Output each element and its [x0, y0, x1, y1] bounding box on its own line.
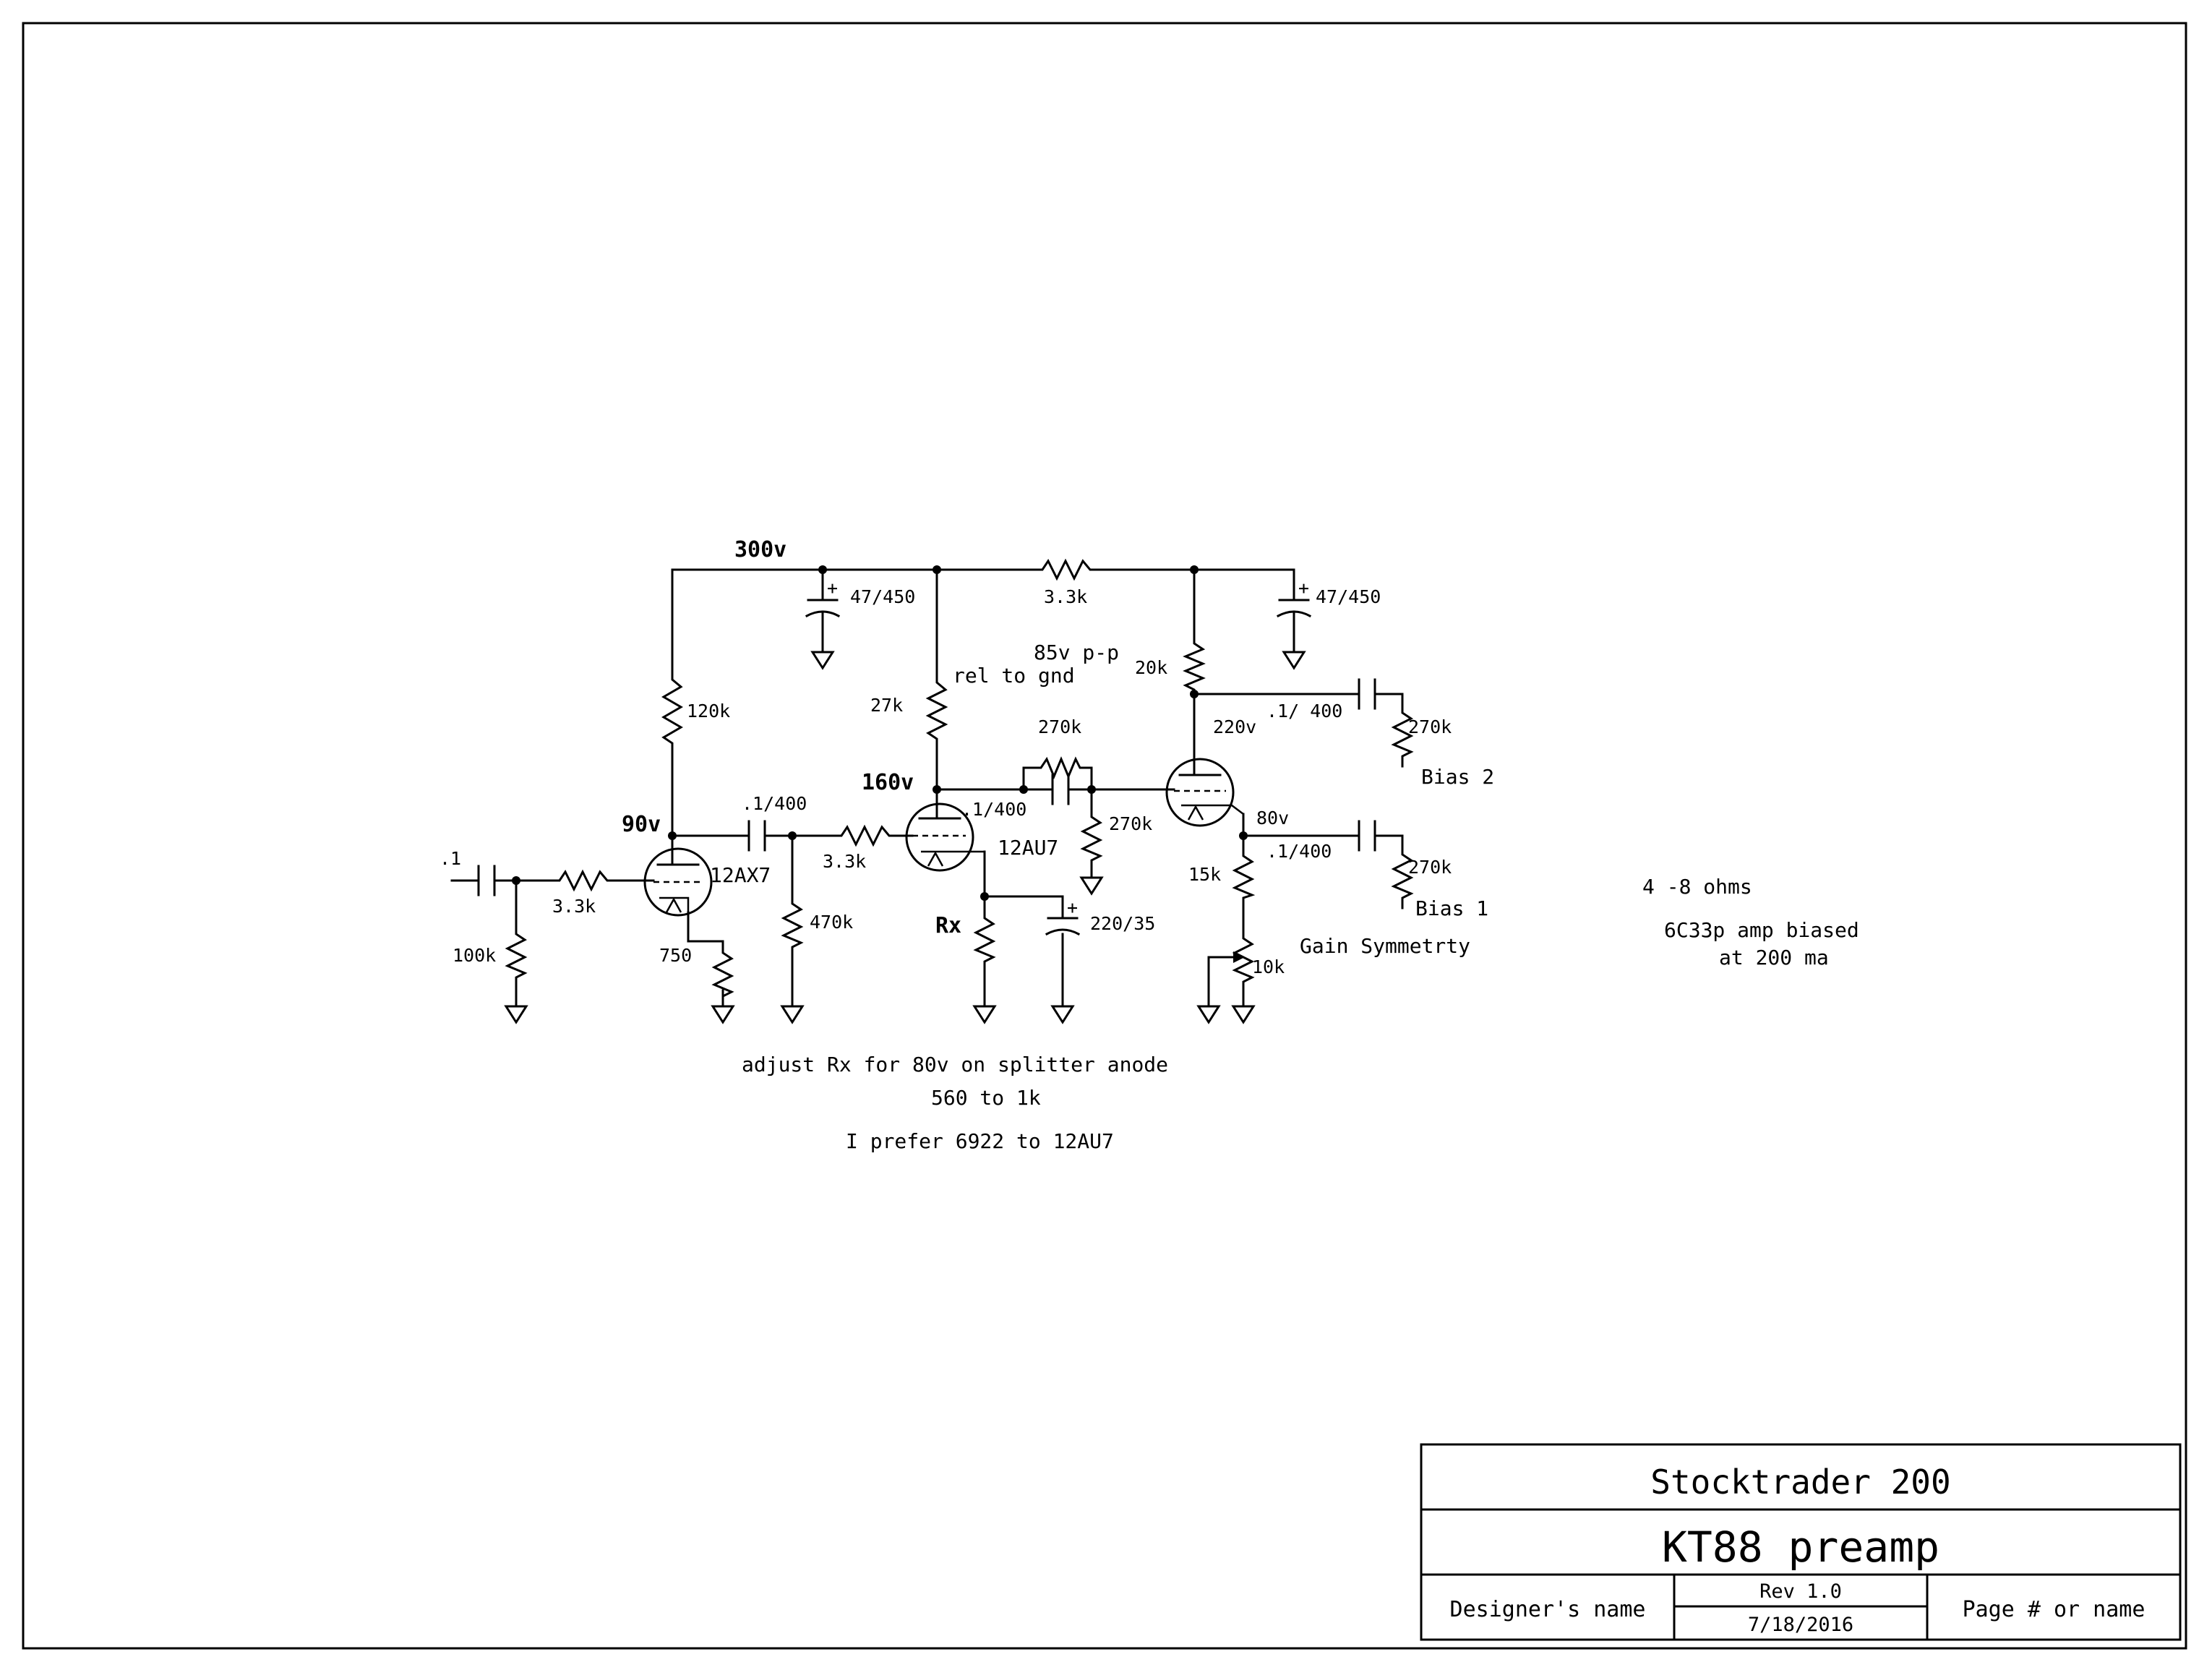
project-name: Stocktrader 200	[1650, 1463, 1950, 1502]
page-name: Page # or name	[1963, 1597, 2145, 1622]
v1-plate-voltage: 90v	[622, 812, 661, 837]
svg-text:+: +	[1067, 897, 1078, 918]
label-r-plate1: 120k	[687, 701, 730, 721]
note-line2: 560 to 1k	[931, 1086, 1041, 1110]
label-r-plate3: 20k	[1135, 657, 1167, 678]
label-r-plate2: 27k	[870, 695, 903, 716]
tube-v2-label: 12AU7	[998, 836, 1058, 860]
capacitors: + + +	[477, 578, 1376, 936]
label-r-grid3: 270k	[1109, 813, 1152, 834]
design-notes: adjust Rx for 80v on splitter anode 560 …	[742, 1053, 1168, 1153]
tube-labels: 12AX7 12AU7	[710, 836, 1058, 887]
title-block: Stocktrader 200 KT88 preamp Designer's n…	[1420, 1443, 2182, 1641]
revision: Rev 1.0	[1759, 1580, 1842, 1603]
sheet-border	[22, 22, 2187, 1650]
v3-cathode-voltage: 80v	[1256, 808, 1289, 828]
label-c-in: .1	[440, 848, 461, 869]
label-c-filter1: 47/450	[850, 586, 915, 607]
node-voltage-labels: 300v 90v 160v 220v 80v	[622, 537, 1289, 837]
tube-v2	[905, 802, 985, 872]
label-r-bias1: 270k	[1408, 857, 1452, 878]
annotation-labels: Bias 2 Bias 1 Gain Symmetrty 85v p-p rel…	[953, 641, 1859, 969]
resistors	[505, 558, 1414, 1002]
amp-bias-line1: 6C33p amp biased	[1664, 918, 1859, 942]
v2-plate-voltage: 160v	[862, 770, 914, 795]
label-r-in-gnd: 100k	[453, 945, 496, 966]
tube-v3	[1165, 756, 1244, 827]
swing-label-line2: rel to gnd	[953, 664, 1075, 688]
label-r-grid1: 3.3k	[552, 896, 596, 917]
designer-name: Designer's name	[1450, 1597, 1646, 1622]
junctions	[512, 565, 1248, 901]
label-c-out1: .1/400	[1266, 841, 1332, 862]
note-line3: I prefer 6922 to 12AU7	[846, 1129, 1114, 1153]
sheet-title: KT88 preamp	[1662, 1523, 1939, 1572]
load-impedance-label: 4 -8 ohms	[1642, 875, 1752, 899]
note-line1: adjust Rx for 80v on splitter anode	[742, 1053, 1168, 1076]
supply-voltage: 300v	[734, 537, 786, 562]
label-c-couple2: .1/400	[961, 799, 1026, 820]
svg-text:+: +	[1298, 578, 1309, 599]
label-r-cath1: 750	[659, 945, 692, 966]
tube-v1-label: 12AX7	[710, 863, 771, 887]
tube-v1	[635, 847, 713, 917]
svg-text:+: +	[827, 578, 838, 599]
revision-date: 7/18/2016	[1748, 1614, 1853, 1636]
label-r-drop: 3.3k	[1044, 586, 1087, 607]
label-c-filter2: 47/450	[1316, 586, 1381, 607]
label-r-x: Rx	[935, 913, 961, 938]
label-r-grid2-leak: 470k	[810, 912, 853, 933]
component-labels: .1 3.3k 100k 750 120k 47/450 .1/400 470k…	[440, 586, 1452, 977]
label-r-fb: 270k	[1038, 716, 1081, 737]
label-r-grid2: 3.3k	[823, 851, 866, 872]
label-c-cath2: 220/35	[1090, 913, 1155, 934]
label-pot-gain: 10k	[1252, 956, 1285, 977]
wires	[450, 568, 1404, 1008]
v3-plate-voltage: 220v	[1213, 716, 1256, 737]
amp-bias-line2: at 200 ma	[1719, 946, 1829, 969]
swing-label-line1: 85v p-p	[1034, 641, 1119, 664]
label-c-couple1: .1/400	[742, 793, 807, 814]
bias1-label: Bias 1	[1415, 896, 1488, 920]
bias2-label: Bias 2	[1421, 765, 1494, 789]
label-r-cath3: 15k	[1188, 864, 1221, 885]
gain-symmetry-label: Gain Symmetrty	[1300, 934, 1470, 958]
label-c-out2: .1/ 400	[1266, 701, 1342, 721]
label-r-bias2: 270k	[1408, 716, 1452, 737]
